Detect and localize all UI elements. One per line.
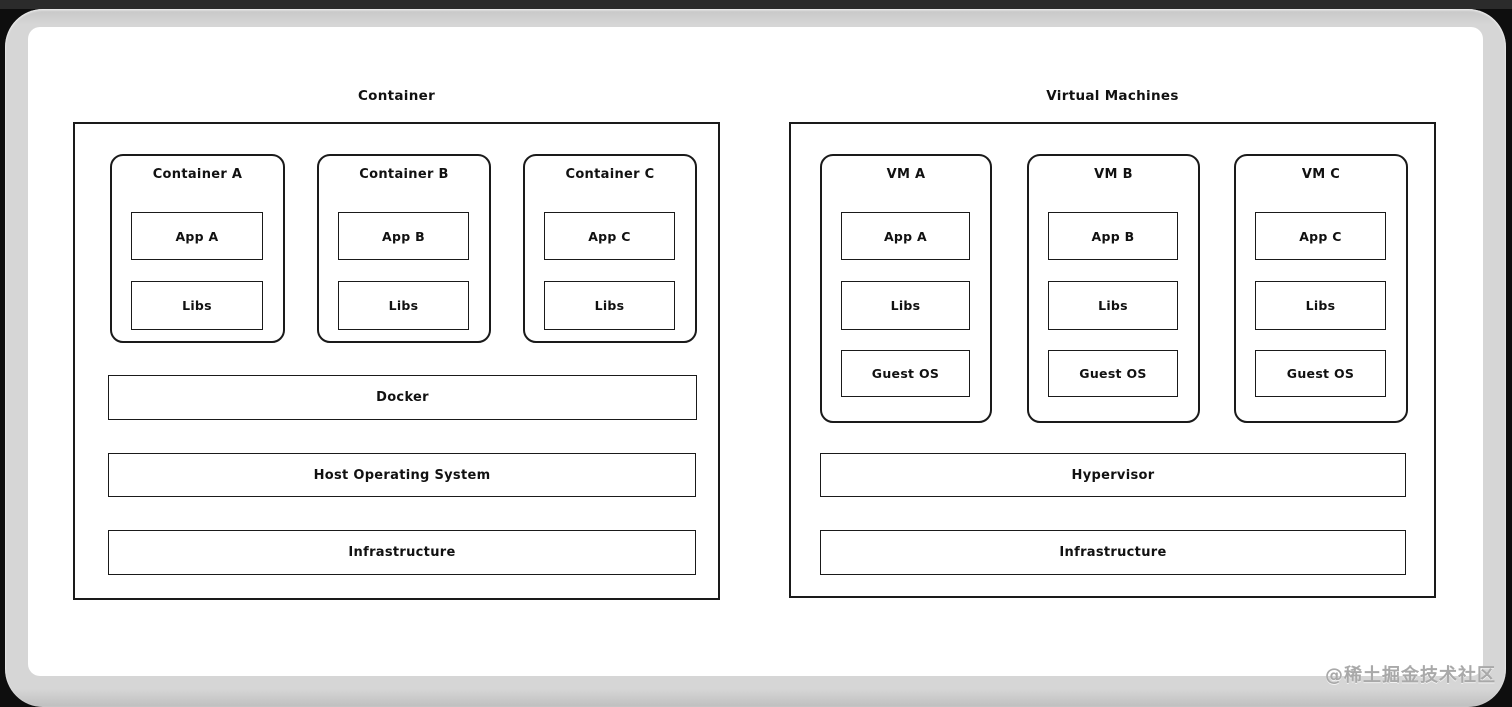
vm-b-guest-os-box: Guest OS bbox=[1048, 350, 1178, 397]
infrastructure-layer-bar-left: Infrastructure bbox=[108, 530, 696, 575]
container-a-libs-box: Libs bbox=[131, 281, 263, 330]
container-b-title: Container B bbox=[359, 167, 449, 182]
desktop-top-strip bbox=[0, 0, 1512, 9]
container-a-box: Container A App A Libs bbox=[110, 154, 285, 343]
infrastructure-layer-bar-right: Infrastructure bbox=[820, 530, 1406, 575]
container-c-libs-box: Libs bbox=[544, 281, 675, 330]
vm-a-title: VM A bbox=[886, 167, 926, 182]
juejin-watermark: @稀土掘金技术社区 bbox=[1325, 665, 1496, 686]
container-c-title: Container C bbox=[565, 167, 655, 182]
vm-c-libs-box: Libs bbox=[1255, 281, 1386, 330]
vm-b-app-box: App B bbox=[1048, 212, 1178, 260]
vm-a-app-box: App A bbox=[841, 212, 970, 260]
container-a-title: Container A bbox=[152, 167, 243, 182]
vm-c-title: VM C bbox=[1301, 167, 1341, 182]
host-os-layer-bar: Host Operating System bbox=[108, 453, 696, 497]
container-a-app-box: App A bbox=[131, 212, 263, 260]
vm-group-title: Virtual Machines bbox=[1046, 88, 1179, 104]
vm-b-box: VM B App B Libs Guest OS bbox=[1027, 154, 1200, 423]
diagram-canvas: Container Container A App A Libs Contain… bbox=[28, 27, 1483, 676]
vm-c-box: VM C App C Libs Guest OS bbox=[1234, 154, 1408, 423]
container-c-app-box: App C bbox=[544, 212, 675, 260]
container-b-libs-box: Libs bbox=[338, 281, 469, 330]
container-group-title: Container bbox=[357, 88, 436, 104]
vm-b-libs-box: Libs bbox=[1048, 281, 1178, 330]
vm-b-title: VM B bbox=[1094, 167, 1133, 182]
container-b-box: Container B App B Libs bbox=[317, 154, 491, 343]
app-window: Container Container A App A Libs Contain… bbox=[5, 9, 1506, 707]
vm-a-box: VM A App A Libs Guest OS bbox=[820, 154, 992, 423]
vm-a-guest-os-box: Guest OS bbox=[841, 350, 970, 397]
vm-a-libs-box: Libs bbox=[841, 281, 970, 330]
vm-c-app-box: App C bbox=[1255, 212, 1386, 260]
vm-c-guest-os-box: Guest OS bbox=[1255, 350, 1386, 397]
docker-layer-bar: Docker bbox=[108, 375, 697, 420]
hypervisor-layer-bar: Hypervisor bbox=[820, 453, 1406, 497]
container-b-app-box: App B bbox=[338, 212, 469, 260]
container-c-box: Container C App C Libs bbox=[523, 154, 697, 343]
